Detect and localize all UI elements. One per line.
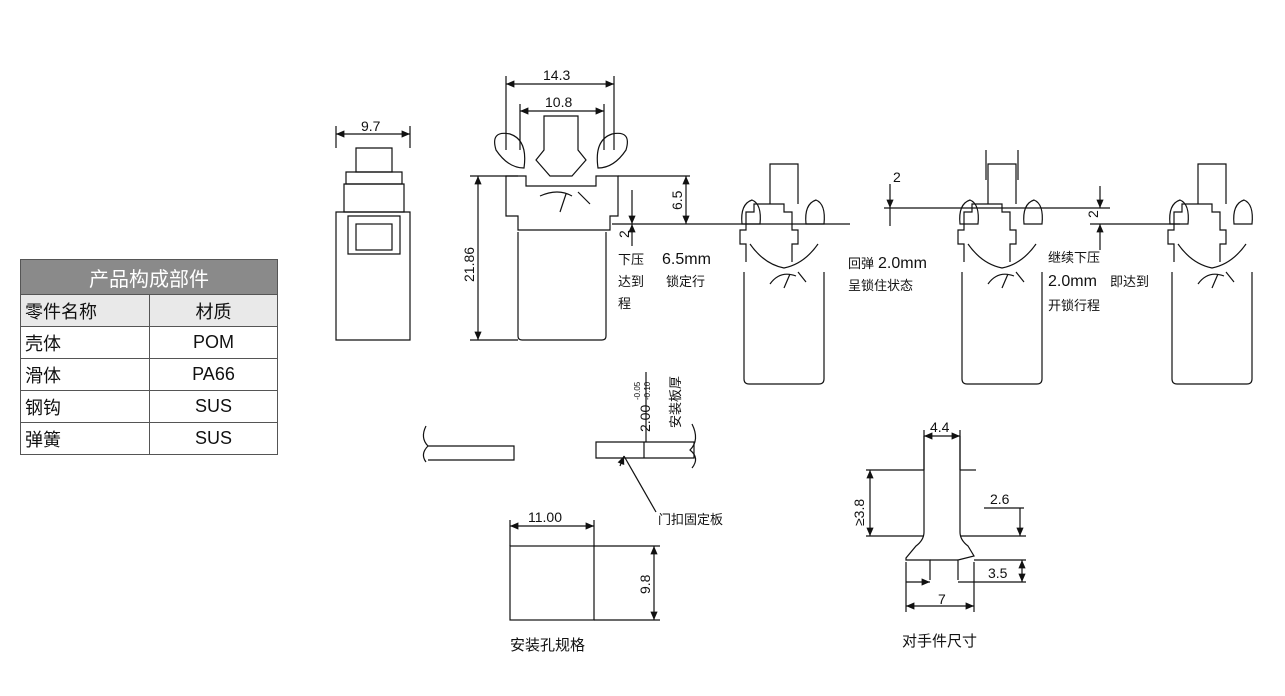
dim-panel-tol-lower: -0.10 <box>643 381 652 400</box>
front-view: 14.3 10.8 21.86 <box>461 67 628 341</box>
dim-mate-depth: ≥3.8 <box>851 499 867 526</box>
caption-hole: 安装孔规格 <box>510 636 585 654</box>
note-panel-thickness: 安装板厚 <box>669 376 684 428</box>
column-header-part: 零件名称 <box>20 294 150 327</box>
dim-hole-height: 9.8 <box>637 574 653 594</box>
part-material: PA66 <box>149 358 278 391</box>
note-step3-value: 2.0mm <box>1048 273 1097 290</box>
dim-mate-neck: 3.5 <box>988 565 1008 581</box>
table-row: 弹簧 SUS <box>20 422 278 455</box>
note-step3-b: 即达到 <box>1110 275 1149 290</box>
dim-press-height: 6.5 <box>669 190 685 210</box>
note-step1-a: 下压 <box>618 253 644 268</box>
table-row: 滑体 PA66 <box>20 358 278 391</box>
caption-mate: 对手件尺寸 <box>902 632 977 650</box>
dim-hole-width: 11.00 <box>528 509 562 525</box>
dim-total-height: 21.86 <box>461 247 477 282</box>
note-step2-value: 2.0mm <box>878 255 927 272</box>
table-row: 壳体 POM <box>20 326 278 359</box>
dim-mate-offset: 2.6 <box>990 491 1010 507</box>
part-name: 钢钩 <box>20 390 150 423</box>
note-step2-b: 呈锁住状态 <box>848 278 913 294</box>
note-panel-label: 门扣固定板 <box>658 513 723 528</box>
dim-top-width-inner: 10.8 <box>545 94 572 110</box>
state-view-pressed <box>739 163 825 385</box>
dim-mate-head: 4.4 <box>930 419 950 435</box>
note-step1-value: 6.5mm <box>662 251 711 268</box>
note-step3-a: 继续下压 <box>1048 251 1100 266</box>
note-step1-tail: 锁定行 <box>666 274 705 290</box>
parts-table-title: 产品构成部件 <box>20 259 278 295</box>
mounting-panel <box>422 372 697 513</box>
mating-part <box>866 430 1026 612</box>
table-row: 钢钩 SUS <box>20 390 278 423</box>
part-material: SUS <box>149 390 278 423</box>
dim-panel-thickness: 2.00 <box>637 405 653 432</box>
dim-panel-tol-upper: -0.05 <box>633 381 642 400</box>
mounting-hole <box>509 520 660 621</box>
note-step3-c: 开锁行程 <box>1048 298 1100 314</box>
part-name: 弹簧 <box>20 422 150 455</box>
side-view: 9.7 <box>335 118 411 341</box>
dim-step4-gap: 2 <box>1085 210 1101 218</box>
state-view-locked <box>957 163 1043 385</box>
part-material: POM <box>149 326 278 359</box>
part-material: SUS <box>149 422 278 455</box>
state-view-unlock <box>1167 163 1253 385</box>
note-step1-b: 达到 <box>618 275 644 290</box>
dim-spring-gap: 2 <box>616 230 632 238</box>
note-step1-c: 程 <box>618 297 631 312</box>
parts-table: 产品构成部件 零件名称 材质 壳体 POM 滑体 PA66 钢钩 SUS 弹簧 … <box>20 259 278 455</box>
column-header-material: 材质 <box>149 294 278 327</box>
dim-side-width: 9.7 <box>361 118 381 134</box>
dim-mate-base: 7 <box>938 591 946 607</box>
note-step2-a: 回弹 <box>848 257 874 272</box>
dim-step2-gap: 2 <box>893 169 901 185</box>
dim-top-width-outer: 14.3 <box>543 67 570 83</box>
